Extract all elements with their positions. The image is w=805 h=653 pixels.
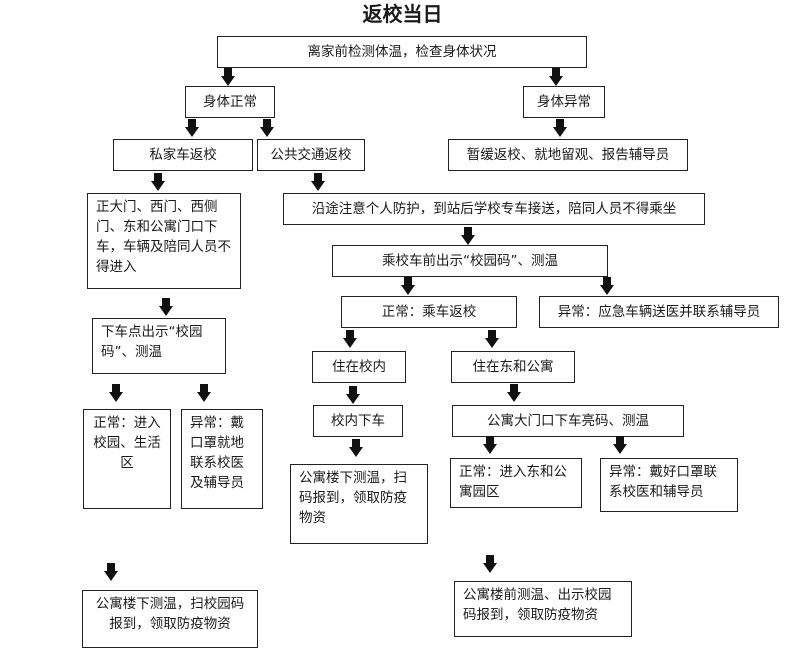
arrow-down-icon bbox=[343, 330, 357, 348]
arrow-down-icon bbox=[185, 119, 199, 137]
arrow-down-icon bbox=[401, 277, 415, 295]
arrow-down-icon bbox=[485, 330, 499, 348]
shuttle-code-box: 乘校车前出示“校园码”、测温 bbox=[332, 245, 608, 277]
campus-drop-box: 校内下车 bbox=[313, 405, 403, 437]
arrow-down-icon bbox=[311, 173, 325, 191]
arrow-down-icon bbox=[461, 227, 475, 245]
donghe-box: 住在东和公寓 bbox=[451, 351, 575, 383]
arrow-down-icon bbox=[159, 298, 173, 316]
donghe-normal-box: 正常：进入东和公寓园区 bbox=[450, 458, 582, 508]
arrow-down-icon bbox=[507, 384, 521, 402]
private-car-box: 私家车返校 bbox=[113, 139, 253, 171]
private-normal-box: 正常：进入校园、生活区 bbox=[83, 409, 171, 509]
private-final-box: 公寓楼下测温，扫校园码报到，领取防疫物资 bbox=[82, 590, 258, 648]
campus-dorm-check-box: 公寓楼下测温，扫码报到，领取防疫物资 bbox=[290, 464, 428, 544]
arrow-down-icon bbox=[260, 119, 274, 137]
arrow-down-icon bbox=[600, 277, 614, 295]
drop-off-code-box: 下车点出示“校园码”、测温 bbox=[92, 318, 226, 374]
arrow-down-icon bbox=[109, 384, 123, 402]
apartment-gate-box: 公寓大门口下车亮码、测温 bbox=[452, 405, 684, 437]
protection-box: 沿途注意个人防护，到站后学校专车接送，陪同人员不得乘坐 bbox=[283, 193, 705, 225]
arrow-down-icon bbox=[151, 173, 165, 191]
on-campus-box: 住在校内 bbox=[312, 351, 406, 383]
arrow-down-icon bbox=[483, 436, 497, 454]
arrow-down-icon bbox=[104, 563, 118, 581]
arrow-down-icon bbox=[613, 436, 627, 454]
shuttle-abnormal-box: 异常：应急车辆送医并联系辅导员 bbox=[539, 296, 779, 328]
check-temperature-box: 离家前检测体温，检查身体状况 bbox=[217, 36, 587, 68]
arrow-down-icon bbox=[221, 68, 235, 86]
body-normal-box: 身体正常 bbox=[185, 86, 275, 118]
shuttle-normal-box: 正常：乘车返校 bbox=[341, 296, 517, 328]
private-abnormal-box: 异常：戴口罩就地联系校医及辅导员 bbox=[181, 409, 263, 509]
postpone-box: 暂缓返校、就地留观、报告辅导员 bbox=[448, 139, 688, 171]
gate-rule-box: 正大门、西门、西侧门、东和公寓门口下车，车辆及陪同人员不得进入 bbox=[87, 193, 241, 289]
arrow-down-icon bbox=[553, 119, 567, 137]
arrow-down-icon bbox=[197, 384, 211, 402]
arrow-down-icon bbox=[346, 386, 360, 404]
donghe-final-box: 公寓楼前测温、出示校园码报到，领取防疫物资 bbox=[454, 581, 632, 637]
donghe-abnormal-box: 异常：戴好口罩联系校医和辅导员 bbox=[600, 458, 738, 512]
arrow-down-icon bbox=[549, 68, 563, 86]
public-transit-box: 公共交通返校 bbox=[257, 139, 365, 171]
diagram-title: 返校当日 bbox=[362, 2, 443, 26]
arrow-down-icon bbox=[349, 439, 363, 457]
body-abnormal-box: 身体异常 bbox=[523, 86, 605, 118]
arrow-down-icon bbox=[483, 555, 497, 573]
